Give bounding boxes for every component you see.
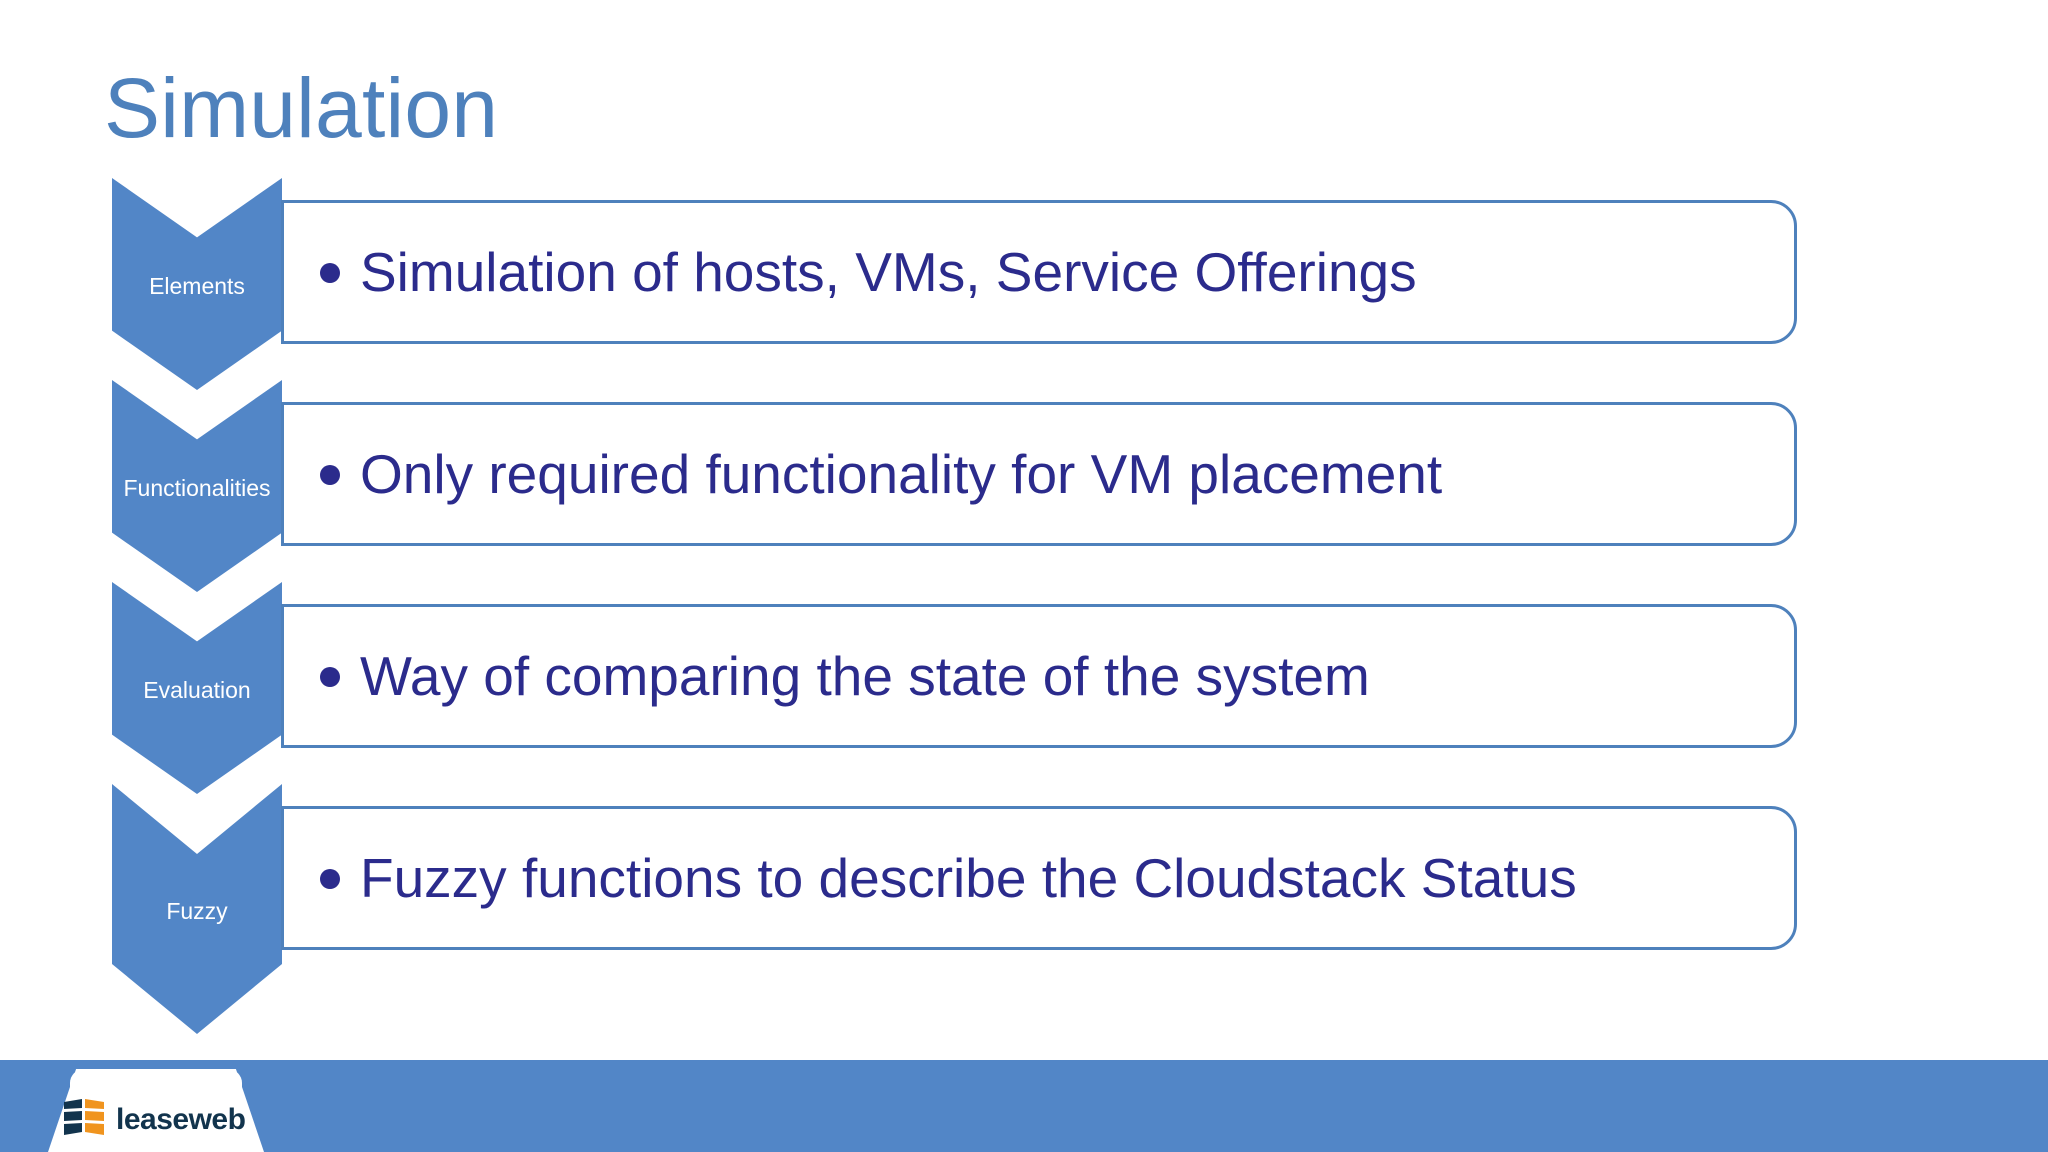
bullet-line-4: Fuzzy functions to describe the Cloudsta… [284, 848, 1577, 909]
chevron-stage-1-label: Elements [149, 272, 245, 299]
chevron-process-diagram: Elements Simulation of hosts, VMs, Servi… [112, 178, 1797, 1034]
bullet-text-3: Way of comparing the state of the system [360, 644, 1370, 707]
chevron-stage-3[interactable]: Evaluation [112, 582, 282, 794]
chevron-stage-1[interactable]: Elements [112, 178, 282, 390]
chevron-stage-4-label: Fuzzy [166, 897, 228, 924]
logo-plate-top-cap [70, 1069, 242, 1095]
bullet-text-4: Fuzzy functions to describe the Cloudsta… [360, 846, 1577, 909]
chevron-stage-4[interactable]: Fuzzy [112, 784, 282, 1034]
footer-bar [0, 1060, 2048, 1152]
chevron-stage-2-label: Functionalities [123, 474, 271, 501]
textbox-stage-1[interactable]: Simulation of hosts, VMs, Service Offeri… [281, 200, 1797, 344]
chevron-stage-2[interactable]: Functionalities [112, 380, 282, 592]
bullet-dot-icon [320, 869, 340, 889]
bullet-line-3: Way of comparing the state of the system [284, 646, 1370, 707]
page-title: Simulation [104, 61, 499, 155]
textbox-stage-2[interactable]: Only required functionality for VM place… [281, 402, 1797, 546]
bullet-line-1: Simulation of hosts, VMs, Service Offeri… [284, 242, 1417, 303]
chevron-stage-3-label: Evaluation [143, 676, 251, 703]
leaseweb-mark-icon [62, 1098, 106, 1141]
textbox-stage-4[interactable]: Fuzzy functions to describe the Cloudsta… [281, 806, 1797, 950]
bullet-line-2: Only required functionality for VM place… [284, 444, 1442, 505]
textbox-stage-3[interactable]: Way of comparing the state of the system [281, 604, 1797, 748]
bullet-text-1: Simulation of hosts, VMs, Service Offeri… [360, 240, 1417, 303]
leaseweb-logo: leaseweb [62, 1098, 246, 1141]
bullet-dot-icon [320, 263, 340, 283]
leaseweb-wordmark: leaseweb [116, 1102, 246, 1136]
bullet-dot-icon [320, 667, 340, 687]
bullet-text-2: Only required functionality for VM place… [360, 442, 1443, 505]
bullet-dot-icon [320, 465, 340, 485]
